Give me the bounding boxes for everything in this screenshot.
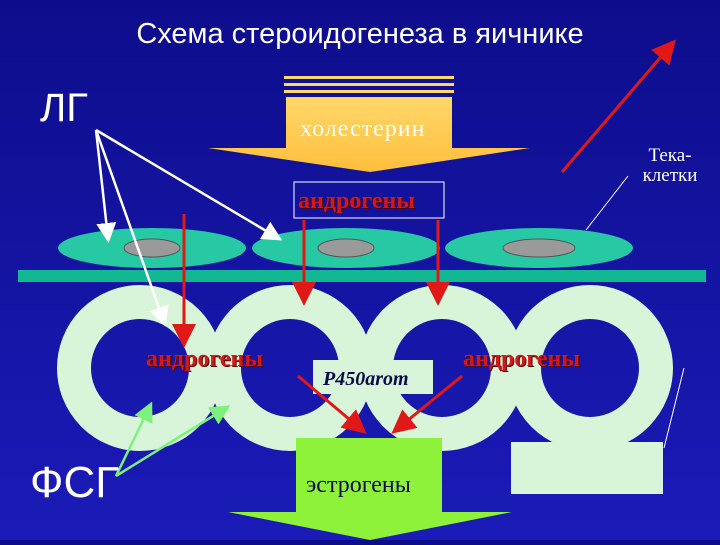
- red-arrow-to-estrogen-left: [297, 374, 367, 434]
- fsh-label: ФСГ: [30, 458, 120, 507]
- green-arrow-2: [115, 405, 231, 478]
- estrogens-label: эстрогены: [306, 472, 411, 498]
- aromatase-label: P450arom: [323, 368, 409, 390]
- theca-pointer-line: [585, 175, 629, 231]
- androgens-box-top: [293, 181, 445, 219]
- granulosa-ring-4: [507, 285, 673, 451]
- cholesterol-arrow: [208, 76, 530, 172]
- androgens-label-left: андрогены: [146, 346, 264, 372]
- lh-label: ЛГ: [40, 86, 88, 130]
- estrogen-arrow: [228, 438, 512, 540]
- granulosa-cells-label: Гранулезные клетки: [535, 445, 639, 485]
- theca-nucleus-3: [502, 238, 576, 258]
- granulosa-ring-1: [57, 285, 223, 451]
- androgens-label-top: андрогены: [298, 188, 416, 214]
- granulosa-pointer-line: [663, 367, 685, 449]
- diagram-title: Схема стероидогенеза в яичнике: [136, 18, 584, 50]
- white-arrow-1: [94, 129, 117, 243]
- theca-cells-label: Тека-клетки: [642, 145, 698, 186]
- white-arrow-3: [94, 129, 169, 327]
- basement-membrane: [18, 270, 706, 282]
- aromatase-box: [313, 360, 433, 394]
- androgens-label-right: андрогены: [463, 346, 581, 372]
- granulosa-label-box: [511, 442, 663, 494]
- fsh-arrows: [114, 401, 231, 478]
- theca-nucleus-1: [123, 238, 181, 258]
- green-arrow-1: [114, 401, 153, 477]
- red-arrow-diagonal: [560, 39, 676, 173]
- white-arrow-2: [95, 128, 283, 241]
- lh-arrows: [94, 128, 283, 327]
- cholesterol-label: холестерин: [300, 116, 426, 142]
- androgen-arrows: [172, 39, 676, 434]
- theca-cells: [58, 228, 633, 268]
- theca-nucleus-2: [317, 238, 375, 258]
- red-arrow-to-estrogen-right: [391, 374, 463, 434]
